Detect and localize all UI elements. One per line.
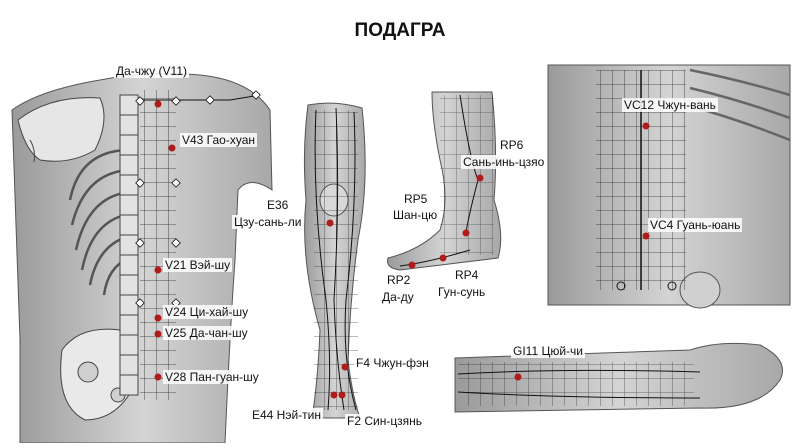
point-e36 bbox=[326, 219, 334, 227]
back-figure bbox=[11, 72, 273, 444]
label-vc4: VC4 Гуань-юань bbox=[648, 218, 743, 232]
point-vc4 bbox=[642, 232, 650, 240]
point-rp5 bbox=[462, 229, 470, 237]
label-e36-code: E36 bbox=[265, 198, 291, 212]
point-v21 bbox=[154, 266, 162, 274]
point-v11 bbox=[154, 100, 162, 108]
point-gi11 bbox=[514, 373, 522, 381]
point-f2 bbox=[338, 391, 346, 399]
label-e36-name: Цзу-сань-ли bbox=[232, 215, 304, 229]
label-rp2-name: Да-ду bbox=[380, 290, 416, 304]
label-v24: V24 Ци-хай-шу bbox=[163, 305, 251, 319]
point-v43 bbox=[168, 144, 176, 152]
label-gi11: GI11 Цюй-чи bbox=[511, 344, 585, 358]
label-rp2-code: RP2 bbox=[385, 273, 413, 287]
label-v25: V25 Да-чан-шу bbox=[163, 326, 250, 340]
arm-figure bbox=[454, 342, 783, 413]
label-v11: Да-чжу (V11) bbox=[114, 64, 189, 78]
label-rp4-code: RP4 bbox=[453, 268, 481, 282]
point-v24 bbox=[154, 314, 162, 322]
label-rp5-name: Шан-цю bbox=[391, 208, 440, 222]
point-rp4 bbox=[439, 254, 447, 262]
point-vc12 bbox=[642, 122, 650, 130]
point-v28 bbox=[154, 373, 162, 381]
point-v25 bbox=[154, 330, 162, 338]
label-e44: E44 Нэй-тин bbox=[250, 408, 323, 422]
point-rp2 bbox=[408, 261, 416, 269]
point-rp6 bbox=[476, 174, 484, 182]
label-rp4-name: Гун-сунь bbox=[436, 285, 488, 299]
label-v21: V21 Вэй-шу bbox=[163, 258, 233, 272]
diagram-title: ПОДАГРА bbox=[354, 20, 446, 41]
leg-figure bbox=[303, 102, 366, 419]
label-vc12: VC12 Чжун-вань bbox=[622, 98, 718, 112]
label-f2: F2 Син-цзянь bbox=[345, 414, 424, 428]
point-e44 bbox=[330, 391, 338, 399]
point-f4 bbox=[341, 363, 349, 371]
label-rp5-code: RP5 bbox=[402, 192, 430, 206]
foot-figure bbox=[387, 91, 502, 271]
label-rp6-name: Сань-инь-цзяо bbox=[461, 155, 547, 169]
label-v28: V28 Пан-гуан-шу bbox=[163, 370, 261, 384]
label-v43: V43 Гао-хуан bbox=[180, 133, 258, 147]
label-rp6-code: RP6 bbox=[498, 138, 526, 152]
label-f4: F4 Чжун-фэн bbox=[354, 356, 431, 370]
